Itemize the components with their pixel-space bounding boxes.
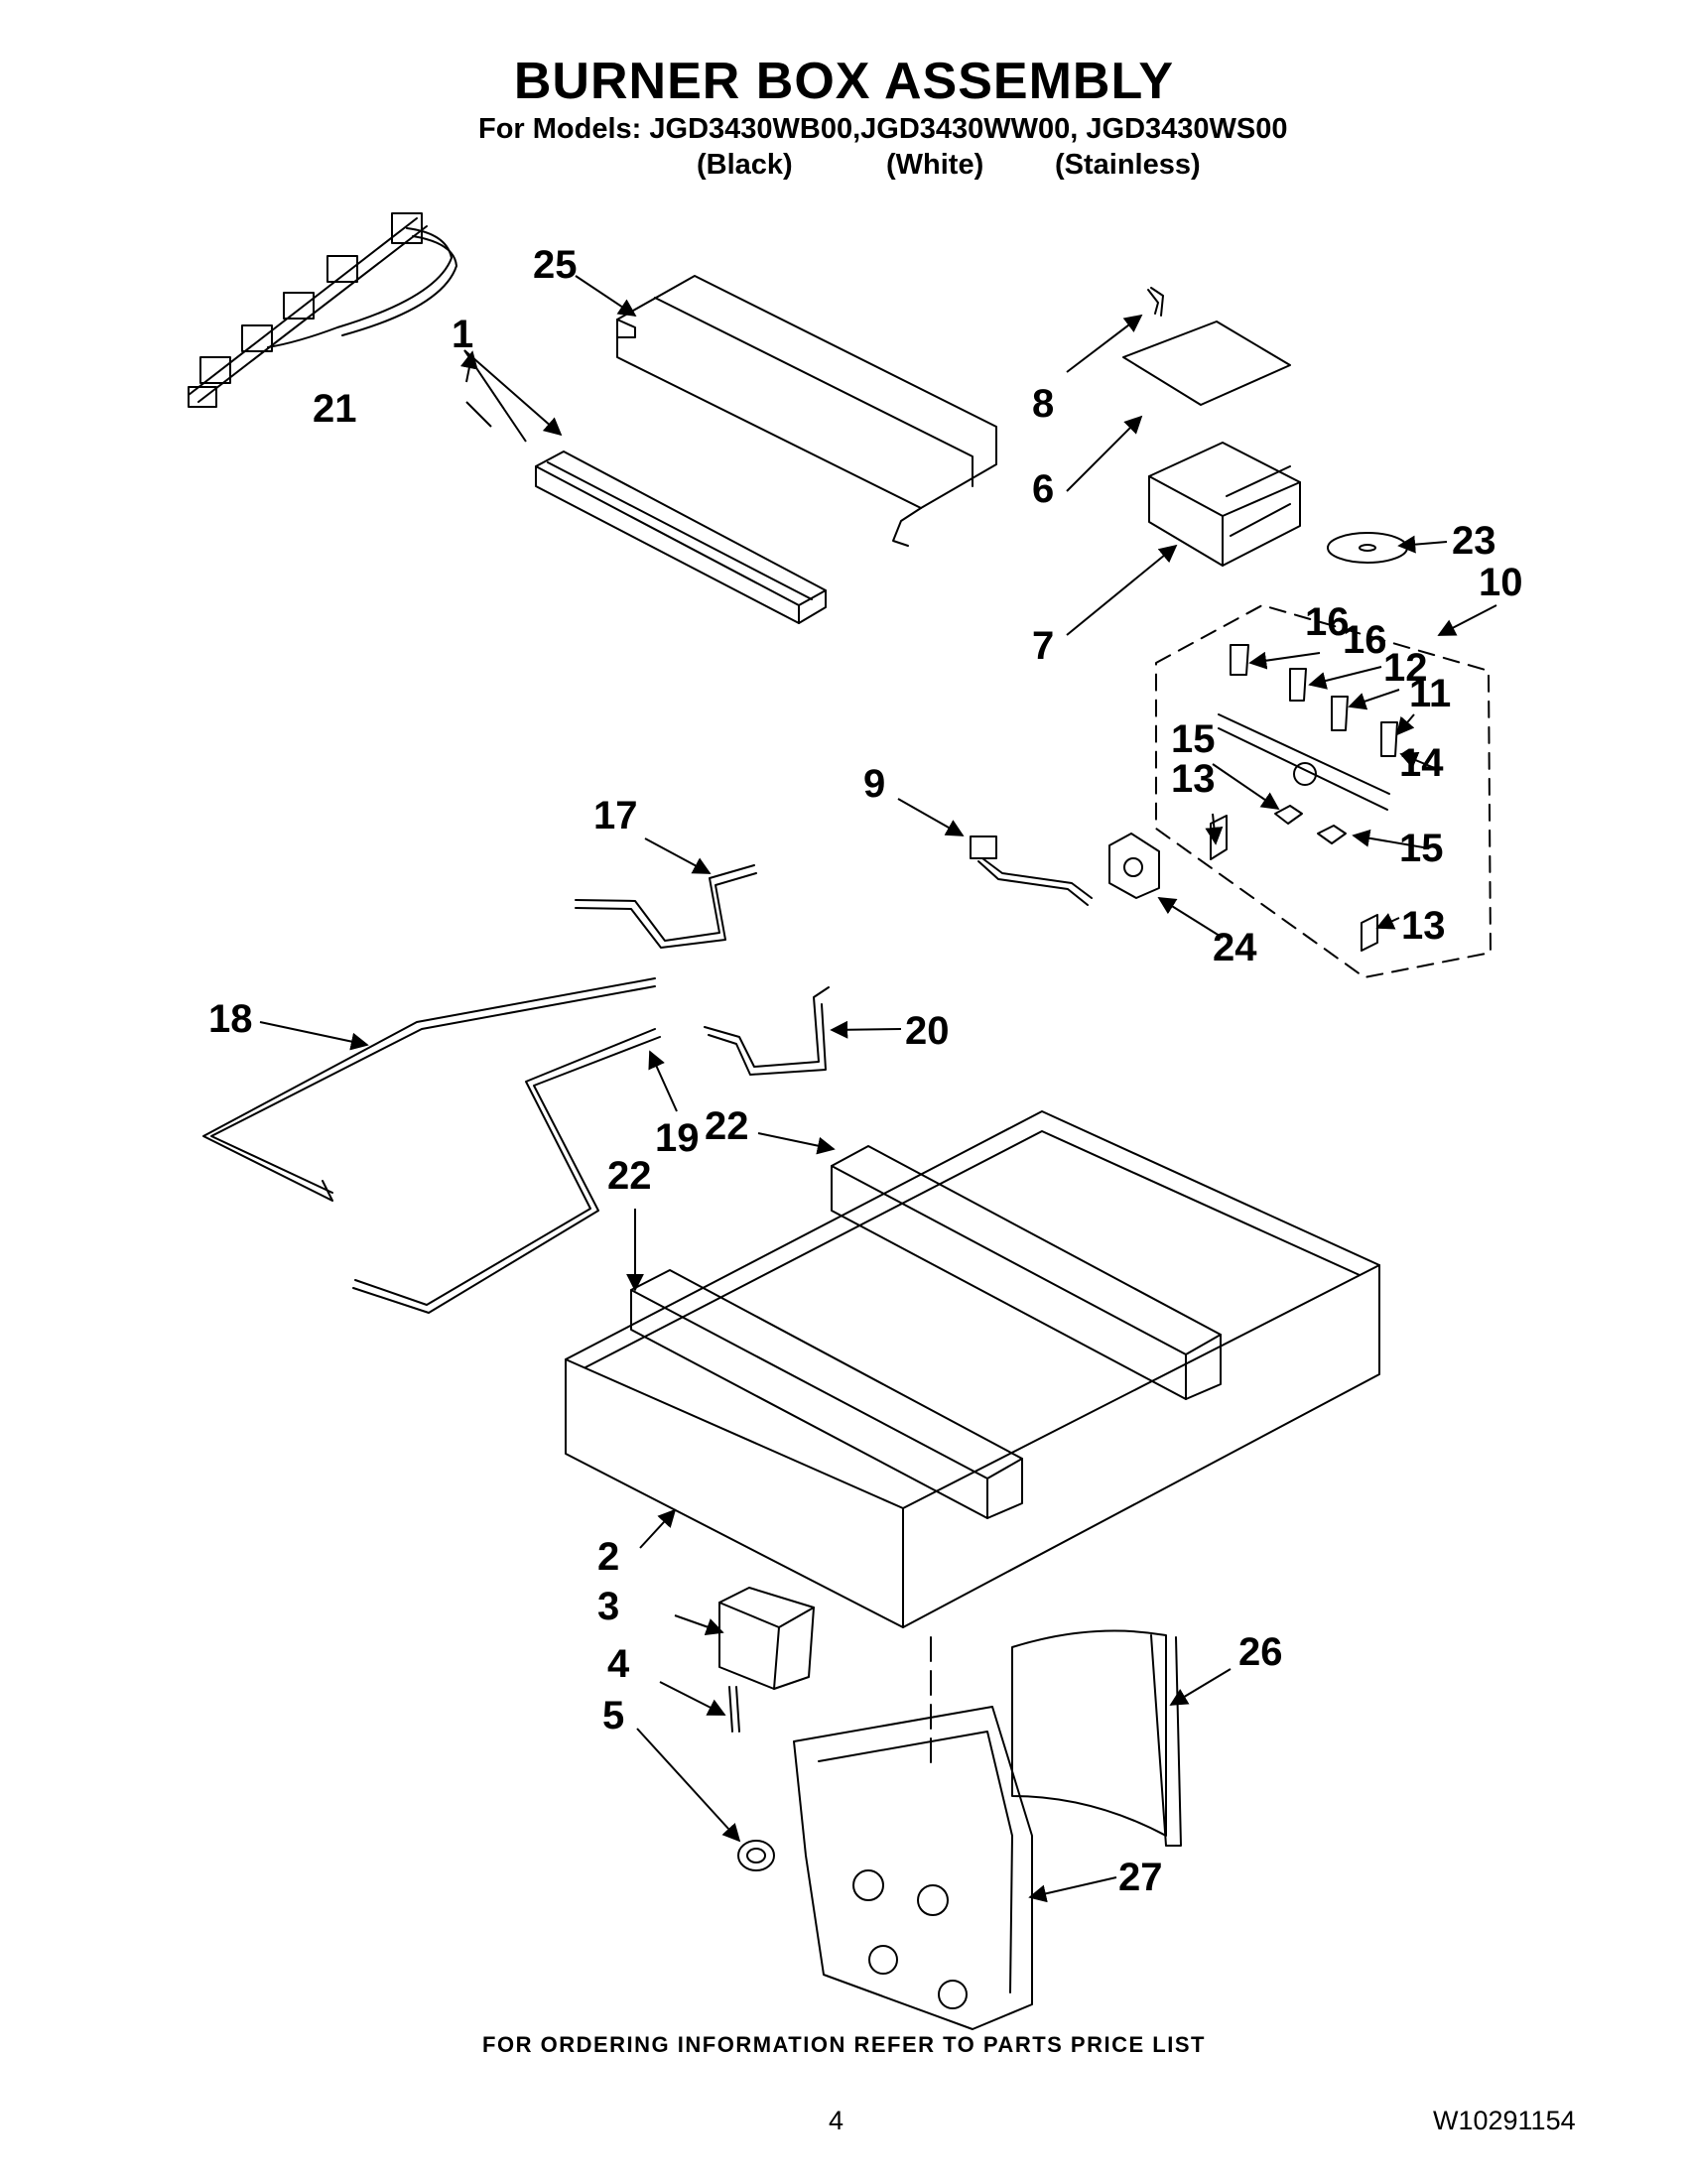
document-number: W10291154 xyxy=(1433,2106,1576,2135)
tube-19-drawing xyxy=(354,1028,656,1306)
callout-8: 8 xyxy=(1032,382,1054,426)
valve-tube-drawing xyxy=(970,835,1093,906)
callout-13b: 13 xyxy=(1401,904,1446,948)
channel-drawing xyxy=(535,450,827,624)
callouts: 1 2 3 4 5 6 7 8 9 10 11 12 13 13 14 15 1… xyxy=(208,243,1523,1899)
callout-19: 19 xyxy=(655,1116,700,1160)
callout-12: 12 xyxy=(1383,646,1428,690)
callout-1: 1 xyxy=(452,313,473,356)
tube-20-drawing xyxy=(704,986,830,1068)
callout-17: 17 xyxy=(593,794,638,837)
callout-26: 26 xyxy=(1238,1630,1283,1674)
page-number: 4 xyxy=(829,2106,844,2135)
grommet-drawing xyxy=(737,1840,775,1871)
callout-3: 3 xyxy=(597,1585,619,1628)
callout-15b: 15 xyxy=(1399,827,1444,870)
shield-drawing xyxy=(616,275,997,547)
module-box-drawing xyxy=(1148,442,1301,567)
callout-11: 11 xyxy=(1409,672,1451,715)
callout-10: 10 xyxy=(1479,561,1523,604)
regulator-drawing xyxy=(1108,833,1160,899)
callout-18: 18 xyxy=(208,997,253,1041)
burner-cover-drawing xyxy=(793,1706,1033,2030)
callout-9: 9 xyxy=(863,762,885,806)
bracket-drawing xyxy=(630,1145,1222,1519)
callout-5: 5 xyxy=(602,1694,624,1737)
small-bracket-drawing xyxy=(718,1587,815,1690)
diagram-title: BURNER BOX ASSEMBLY xyxy=(513,53,1175,110)
callout-20: 20 xyxy=(905,1009,950,1053)
model-list: For Models: JGD3430WB00,JGD3430WW00, JGD… xyxy=(478,113,1288,145)
cover-plate-drawing xyxy=(1122,321,1291,406)
callout-13a: 13 xyxy=(1171,757,1216,801)
screw-drawing xyxy=(1147,287,1164,317)
variant-stainless: (Stainless) xyxy=(1055,149,1201,181)
callout-14: 14 xyxy=(1399,741,1444,785)
callout-15a: 15 xyxy=(1171,717,1216,761)
callout-22b: 22 xyxy=(607,1154,652,1198)
callout-7: 7 xyxy=(1032,624,1054,668)
callout-25: 25 xyxy=(533,243,578,287)
callout-2: 2 xyxy=(597,1535,619,1579)
callout-16b: 16 xyxy=(1343,618,1387,662)
wire-harness-drawing xyxy=(188,212,457,408)
callout-16a: 16 xyxy=(1305,600,1350,644)
variant-white: (White) xyxy=(886,149,984,181)
tube-17-drawing xyxy=(575,864,755,942)
callout-6: 6 xyxy=(1032,467,1054,511)
ordering-note: FOR ORDERING INFORMATION REFER TO PARTS … xyxy=(482,2032,1206,2057)
heat-shield-drawing xyxy=(1011,1629,1182,1847)
washer-drawing xyxy=(1327,532,1408,564)
callout-4: 4 xyxy=(607,1642,630,1686)
manifold-drawing xyxy=(1155,604,1492,978)
screw-4-drawing xyxy=(728,1686,740,1733)
callout-24: 24 xyxy=(1213,926,1257,969)
burner-box-drawing xyxy=(565,1110,1380,1628)
tube-18-drawing xyxy=(202,977,656,1202)
callout-23: 23 xyxy=(1452,519,1496,563)
variant-black: (Black) xyxy=(697,149,793,181)
callout-22a: 22 xyxy=(705,1104,749,1148)
callout-27: 27 xyxy=(1118,1856,1163,1899)
callout-21: 21 xyxy=(313,387,357,431)
